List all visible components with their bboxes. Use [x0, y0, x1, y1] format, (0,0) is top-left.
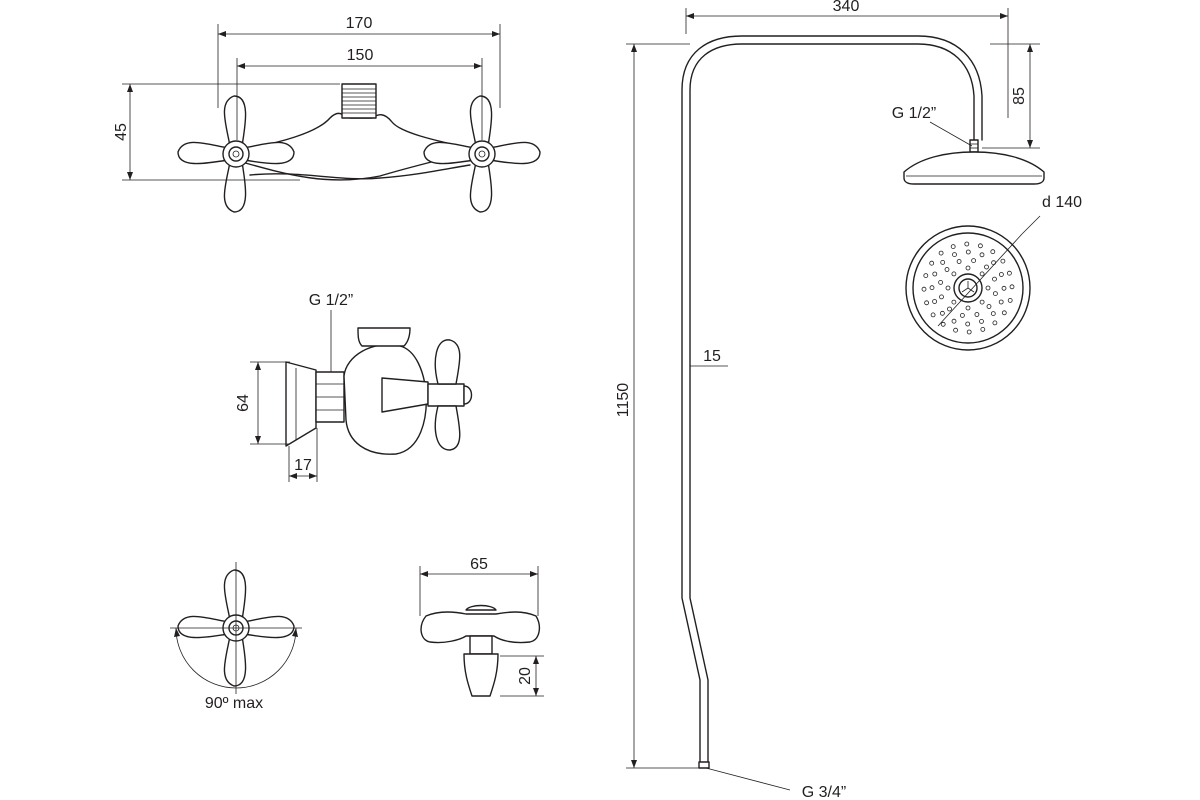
head-thread-callout: G 1/2” — [892, 105, 973, 147]
dimension-mixer-150: 150 — [236, 47, 483, 140]
nozzle-pattern — [921, 241, 1015, 335]
nozzle-hole — [923, 273, 929, 279]
nozzle-hole — [956, 259, 962, 264]
nozzle-hole — [1009, 284, 1015, 290]
nozzle-hole — [924, 300, 929, 306]
shower-head-bottom-view: d 140 — [905, 194, 1082, 351]
nozzle-hole — [979, 299, 985, 305]
valve-side-view: G 1/2” 64 17 — [235, 292, 473, 482]
nozzle-hole — [980, 326, 986, 332]
nozzle-hole — [938, 279, 943, 285]
mixer-body — [234, 112, 481, 181]
nozzle-hole — [971, 258, 976, 264]
handle-side-view: 65 20 — [419, 556, 544, 697]
dimension-label-65: 65 — [470, 556, 488, 573]
valve-wall-flange — [285, 361, 317, 447]
mixer-handle-left — [177, 95, 295, 213]
nozzle-hole — [986, 304, 992, 309]
nozzle-hole — [965, 305, 971, 311]
dimension-label-150: 150 — [347, 47, 374, 64]
nozzle-hole — [940, 310, 945, 316]
handle-rotation-view: 90º max — [170, 562, 302, 712]
nozzle-hole — [951, 299, 957, 305]
nozzle-hole — [945, 285, 951, 291]
nozzle-hole — [990, 249, 996, 255]
nozzle-hole — [929, 285, 935, 291]
dimension-column-1150: 1150 — [615, 43, 700, 769]
mixer-thread-outlet — [341, 83, 377, 119]
dimension-valve-64: 64 — [235, 361, 290, 445]
nozzle-hole — [979, 271, 985, 277]
nozzle-hole — [993, 291, 998, 297]
dimension-label-85: 85 — [1011, 87, 1028, 105]
nozzle-hole — [978, 243, 983, 249]
nozzle-hole — [947, 306, 952, 312]
dimension-mixer-45: 45 — [113, 83, 340, 181]
nozzle-hole — [984, 264, 989, 270]
nozzle-hole — [951, 318, 957, 324]
nozzle-hole — [930, 312, 936, 318]
nozzle-hole — [960, 312, 965, 318]
rotation-label: 90º max — [205, 695, 263, 712]
nozzle-hole — [965, 265, 971, 271]
valve-hex-nut — [315, 371, 345, 423]
dimension-valve-17: 17 — [288, 428, 318, 482]
dimension-label-45: 45 — [113, 123, 130, 141]
dimension-column-340: 340 — [685, 0, 1009, 118]
valve-thread-callout: G 1/2” — [309, 292, 353, 372]
mixer-front-view: 170 150 45 — [113, 15, 541, 213]
nozzle-hole — [950, 244, 956, 250]
nozzle-hole — [944, 267, 950, 272]
dimension-label-64: 64 — [235, 394, 252, 412]
nozzle-hole — [985, 285, 991, 291]
dimension-label-20: 20 — [517, 667, 534, 685]
nozzle-hole — [990, 311, 996, 317]
nozzle-hole — [932, 299, 937, 304]
nozzle-hole — [1007, 270, 1012, 276]
nozzle-hole — [979, 252, 985, 258]
dimension-label-170: 170 — [346, 15, 373, 32]
nozzle-hole — [921, 286, 927, 292]
dimension-label-17: 17 — [294, 457, 312, 474]
nozzle-hole — [929, 260, 935, 266]
nozzle-hole — [951, 271, 957, 277]
nozzle-hole — [1001, 285, 1007, 291]
dimension-label-1150: 1150 — [615, 383, 632, 418]
dimension-label-340: 340 — [833, 0, 860, 15]
nozzle-hole — [938, 250, 944, 256]
valve-thread-label: G 1/2” — [309, 292, 353, 309]
valve-handle — [381, 339, 473, 451]
nozzle-hole — [992, 276, 997, 282]
nozzle-hole — [964, 241, 970, 247]
nozzle-hole — [974, 312, 980, 317]
inlet-thread-callout: G 3/4” — [705, 767, 846, 800]
head-thread-label: G 1/2” — [892, 105, 936, 122]
nozzle-hole — [940, 321, 946, 327]
shower-column — [681, 35, 1045, 769]
dimension-head-85: 85 — [982, 43, 1040, 149]
nozzle-hole — [939, 294, 944, 300]
nozzle-hole — [992, 320, 998, 326]
nozzle-hole — [966, 329, 972, 335]
nozzle-hole — [979, 318, 984, 324]
inlet-thread-label: G 3/4” — [802, 784, 846, 800]
nozzle-hole — [1000, 258, 1006, 264]
head-diameter-label: d 140 — [1042, 194, 1082, 211]
dimension-mixer-170: 170 — [217, 15, 501, 108]
nozzle-hole — [953, 327, 958, 333]
nozzle-hole — [965, 249, 971, 255]
nozzle-hole — [998, 299, 1004, 305]
nozzle-hole — [965, 321, 971, 327]
nozzle-hole — [999, 272, 1004, 277]
pipe-diameter-label: 15 — [703, 348, 721, 365]
nozzle-hole — [1001, 310, 1007, 316]
nozzle-hole — [952, 252, 957, 258]
nozzle-hole — [932, 271, 938, 277]
pipe-diameter-callout: 15 — [690, 348, 728, 367]
nozzle-hole — [940, 259, 946, 265]
nozzle-hole — [1007, 297, 1013, 303]
